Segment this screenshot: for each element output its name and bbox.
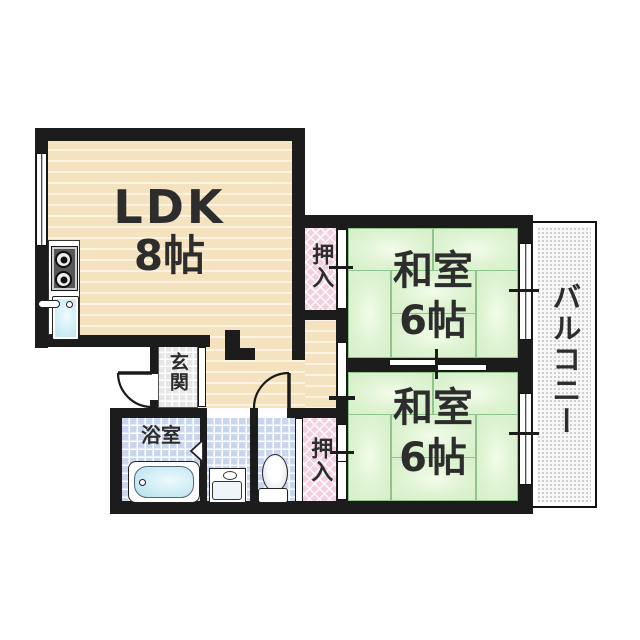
- washitsu-upper-label: 和室 6帖: [348, 246, 518, 346]
- balcony-floor: [537, 227, 591, 502]
- entrance-label: 玄関: [166, 352, 189, 392]
- tatami-mat: [348, 414, 391, 501]
- tatami-mat: [391, 270, 476, 314]
- window-center-mark: [509, 289, 539, 292]
- closet-lower-label: 押入: [307, 437, 333, 483]
- closet-lower-floor: [303, 418, 336, 501]
- room-size: 8帖: [133, 230, 206, 280]
- doorway-threshold: [207, 408, 250, 418]
- sink-drain-icon: [66, 301, 73, 308]
- stove-burner-icon: [55, 271, 72, 288]
- stove-icon: [51, 246, 78, 291]
- washitsu-partition-fusuma: [437, 364, 487, 371]
- wall: [150, 400, 158, 409]
- entrance-door-arc: [116, 372, 153, 409]
- vanity-basin-icon: [223, 471, 237, 480]
- toilet-icon: [262, 454, 288, 492]
- ldk-floor: [47, 140, 292, 340]
- door-center-mark: [330, 451, 354, 454]
- wall: [292, 128, 305, 360]
- tatami-mat: [476, 414, 518, 501]
- wall: [110, 408, 122, 513]
- room-name: 和室: [393, 385, 473, 431]
- window-center-mark: [509, 432, 539, 435]
- entrance-floor: [158, 345, 198, 408]
- entrance-step-panel: [198, 347, 206, 407]
- closet-upper-floor: [305, 228, 336, 310]
- closet-wall-strip: [295, 418, 303, 502]
- wall: [110, 501, 533, 514]
- tatami-mat: [391, 313, 476, 358]
- washitsu-partition-fusuma: [389, 359, 439, 366]
- wall: [150, 343, 158, 374]
- stove-burner-icon: [55, 251, 72, 268]
- wall: [122, 408, 200, 418]
- vanity-front: [212, 481, 242, 500]
- bathroom-label: 浴室: [141, 423, 181, 447]
- door-center-mark: [329, 396, 355, 400]
- doorway-threshold: [258, 408, 287, 418]
- wall: [292, 310, 336, 320]
- faucet-icon: [38, 300, 60, 308]
- washitsu-lower-window: [519, 393, 532, 485]
- room-size: 6帖: [399, 435, 467, 481]
- wall: [225, 330, 240, 360]
- door-center-mark: [329, 266, 353, 269]
- balcony-label: バルコニー: [547, 282, 582, 437]
- kitchen-window: [36, 153, 47, 246]
- wall: [250, 408, 258, 503]
- tatami-mat: [348, 228, 433, 271]
- washitsu-lower-label: 和室 6帖: [348, 383, 518, 483]
- hallway-sliding-door: [337, 342, 347, 398]
- wall: [35, 128, 305, 141]
- room-size: 6帖: [399, 298, 467, 344]
- door-center-mark: [435, 349, 438, 379]
- wall: [292, 215, 533, 228]
- tatami-mat: [476, 270, 518, 358]
- room-name: 和室: [393, 248, 473, 294]
- toilet-tank: [258, 488, 288, 503]
- wall: [240, 348, 255, 360]
- wall: [287, 408, 336, 418]
- tatami-mat: [348, 270, 391, 358]
- closet-lower-sliding-door: [337, 424, 347, 462]
- wall: [200, 408, 207, 503]
- closet-upper-sliding-door: [337, 229, 347, 269]
- hallway-pocket-floor: [305, 310, 336, 408]
- closet-lower-sliding-door: [337, 461, 347, 500]
- tatami-mat: [391, 457, 476, 501]
- sink-icon: [52, 296, 79, 340]
- bathtub-drain-icon: [139, 479, 146, 486]
- ldk-label: LDK 8帖: [47, 182, 292, 279]
- closet-upper-label: 押入: [308, 243, 334, 289]
- room-name: LDK: [113, 180, 226, 234]
- closet-upper-sliding-door: [337, 268, 347, 309]
